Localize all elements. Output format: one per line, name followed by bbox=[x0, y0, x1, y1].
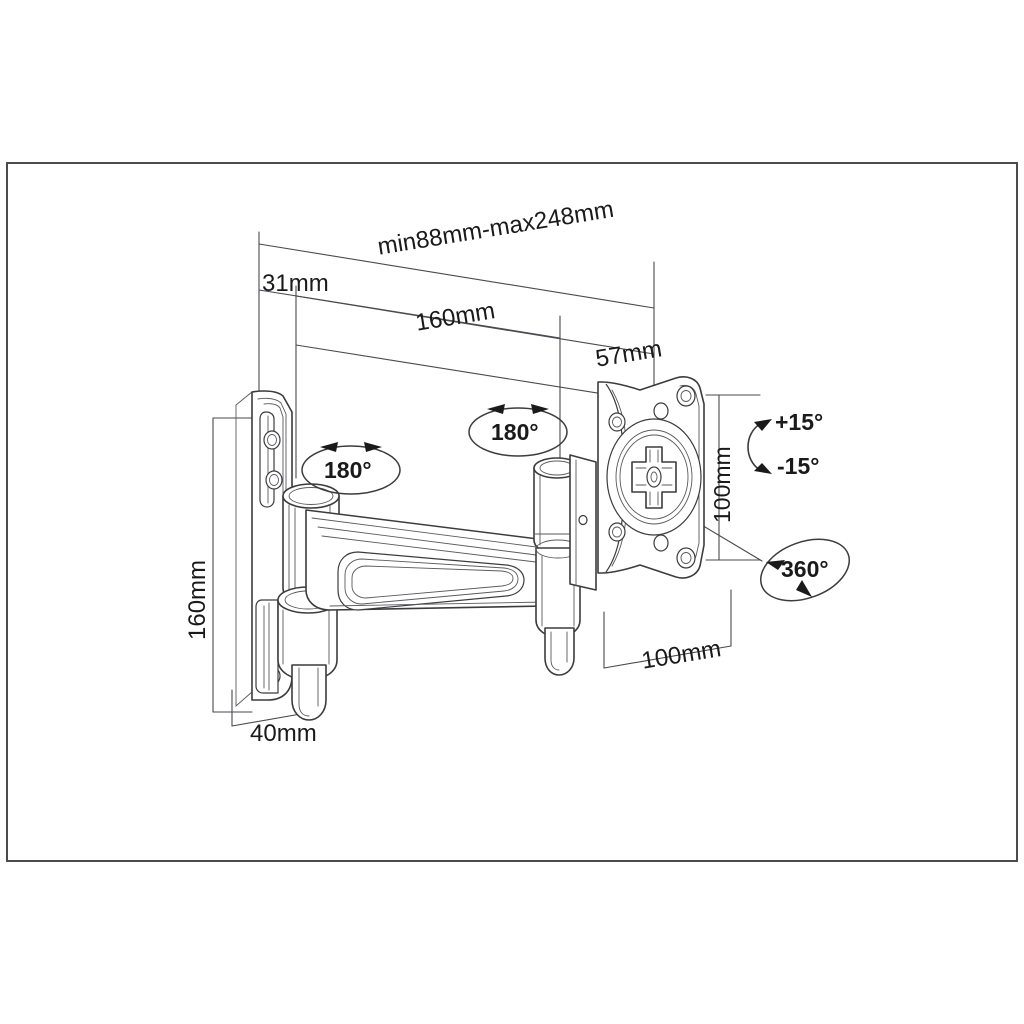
wall-base-cylinder bbox=[277, 586, 339, 721]
elbow-joint bbox=[533, 454, 597, 676]
rotation-label-wall-180: 180° bbox=[324, 457, 372, 483]
vesa-mounting-plate bbox=[597, 376, 705, 579]
rotation-indicator-elbow-180 bbox=[468, 404, 568, 457]
rotation-indicator-swivel-360 bbox=[759, 538, 851, 602]
drawing-frame-border bbox=[6, 162, 1018, 862]
rotation-indicator-wall-180 bbox=[301, 442, 401, 495]
extension-arm bbox=[305, 509, 547, 611]
dimension-lines-top bbox=[258, 243, 655, 403]
dimension-label-160mm-height: 160mm bbox=[184, 559, 211, 640]
rotation-label-elbow-180: 180° bbox=[491, 419, 539, 445]
tilt-indicator-arc bbox=[747, 419, 772, 474]
dimension-label-40mm: 40mm bbox=[250, 720, 317, 747]
rotation-label-swivel-360: 360° bbox=[781, 556, 829, 582]
dimension-label-31mm: 31mm bbox=[262, 270, 329, 297]
wall-mount-plate bbox=[235, 390, 293, 707]
tilt-label-minus-15: -15° bbox=[777, 453, 820, 479]
tilt-label-plus-15: +15° bbox=[775, 409, 824, 435]
dimension-label-100mm-vertical: 100mm bbox=[709, 446, 735, 523]
